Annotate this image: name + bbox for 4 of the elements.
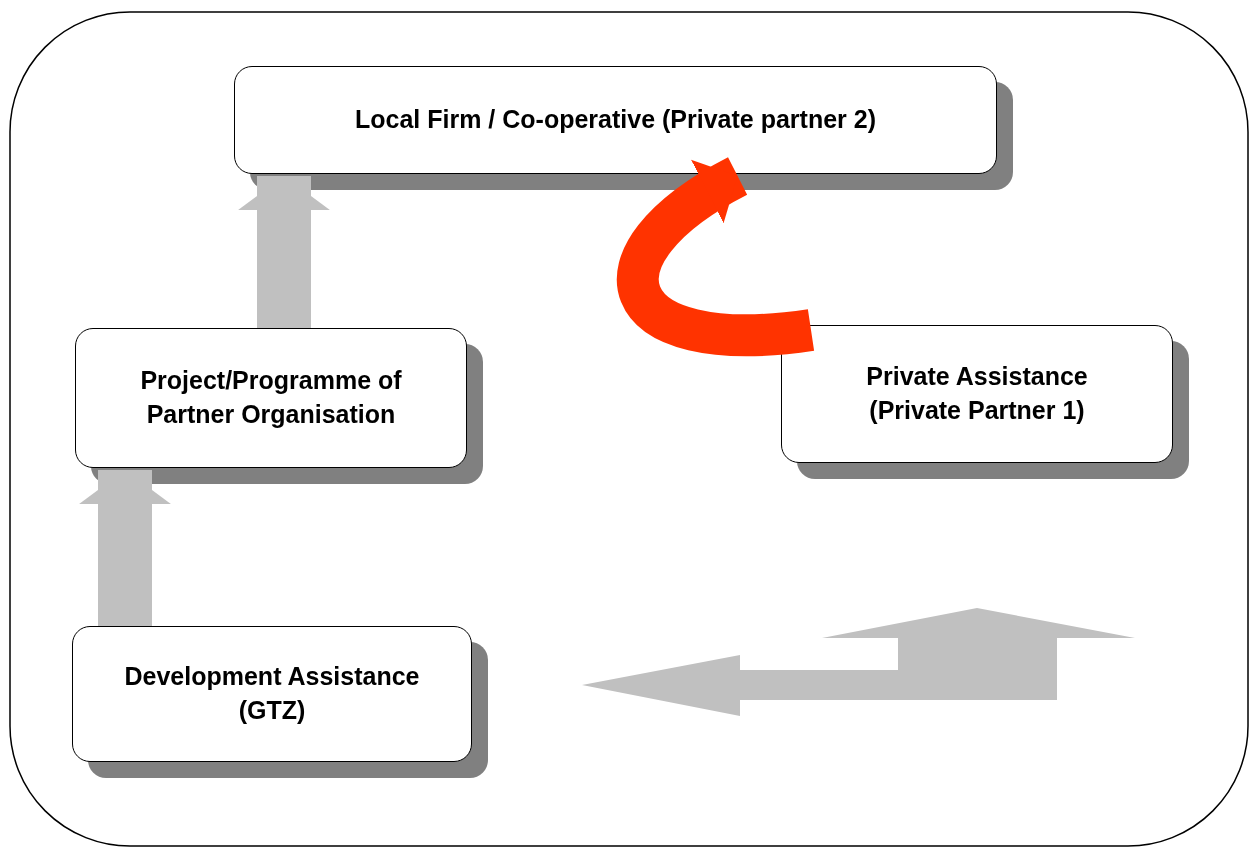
box-label: Local Firm / Co-operative (Private partner 2) <box>354 104 877 136</box>
box-label: Development Assistance (GTZ) <box>123 661 421 726</box>
box-label: Private Assistance (Private Partner 1) <box>865 361 1089 426</box>
box-label: Project/Programme of Partner Organisation <box>139 365 403 430</box>
